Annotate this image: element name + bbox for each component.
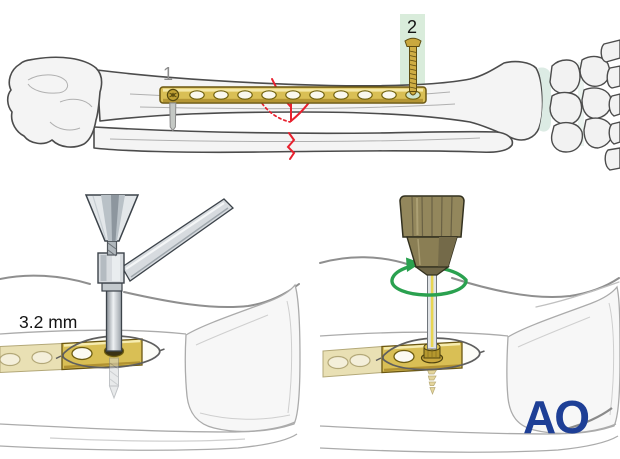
bone-outline-lines	[319, 331, 619, 453]
screw-icon	[404, 37, 422, 96]
screw-insertion-panel: AO	[319, 195, 620, 453]
plate-under-skin	[322, 345, 383, 378]
incision-corner-ticks	[55, 348, 165, 360]
hand-bones	[549, 39, 620, 171]
overview-panel: 1 2	[6, 14, 620, 171]
plate-holes	[189, 90, 421, 100]
rotation-arrow-icon	[390, 257, 468, 297]
drill-bit-in-bone	[108, 357, 120, 400]
step1-label: 1	[163, 64, 173, 84]
ao-logo: AO	[523, 391, 588, 443]
incision-corner-ticks	[375, 350, 485, 362]
drill-size-label: 3.2 mm	[19, 312, 77, 332]
plate-under-skin	[0, 342, 63, 374]
incision-outline	[382, 337, 481, 371]
radius-bone	[184, 283, 301, 433]
guide-handle-arm	[121, 198, 235, 282]
guide-sleeve-tube	[105, 289, 123, 352]
radius-bone	[506, 285, 620, 435]
screw-threads-in-bone	[426, 369, 438, 395]
screwdriver-handle	[399, 195, 465, 276]
plate-in-incision	[381, 341, 463, 374]
ulna-fracture-line	[286, 132, 296, 160]
bone-detail-lines	[517, 302, 615, 431]
screwdriver-shaft	[427, 272, 437, 350]
drilling-panel: 3.2 mm	[0, 194, 301, 451]
bone-plate	[159, 86, 427, 132]
drill-guide	[97, 198, 235, 352]
step2-label: 2	[407, 17, 417, 37]
forearm-bones	[6, 56, 544, 154]
bone-outline-lines	[0, 329, 298, 451]
bone-detail-lines	[195, 300, 293, 420]
soft-tissue-lines	[319, 256, 620, 308]
soft-tissue-lines	[0, 274, 300, 309]
power-drill-chuck	[84, 194, 140, 257]
inserted-screw	[166, 88, 180, 132]
